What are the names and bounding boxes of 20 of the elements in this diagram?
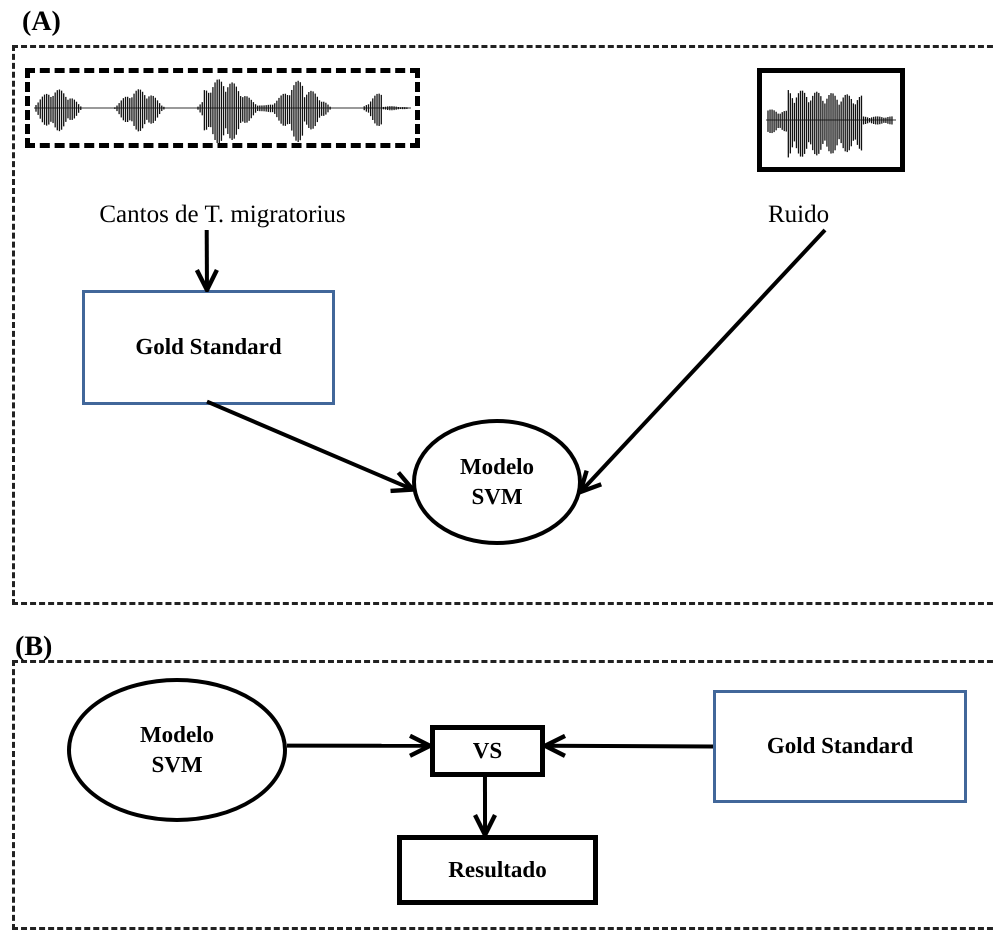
- picture-caption: Ruido: [768, 200, 830, 228]
- arrow: [472, 777, 498, 838]
- node-label: Gold Standard: [766, 732, 914, 760]
- process-box: [82, 290, 335, 405]
- arrow: [542, 734, 713, 758]
- arrow: [206, 400, 416, 494]
- panel-label: (B): [15, 633, 52, 661]
- process-box: [713, 690, 967, 803]
- process-box: [430, 725, 545, 777]
- node-label: VS: [472, 736, 502, 765]
- process-box: [397, 835, 598, 905]
- node-label: Modelo SVM: [138, 721, 216, 779]
- node-label: Modelo SVM: [458, 453, 536, 511]
- arrow: [578, 228, 826, 494]
- node-label: Resultado: [448, 856, 547, 884]
- panel-label: (A): [22, 8, 61, 36]
- arrow: [287, 734, 432, 758]
- picture-caption: Cantos de T. migratorius: [99, 200, 346, 228]
- node-label: Gold Standard: [135, 333, 282, 362]
- arrow: [194, 230, 220, 292]
